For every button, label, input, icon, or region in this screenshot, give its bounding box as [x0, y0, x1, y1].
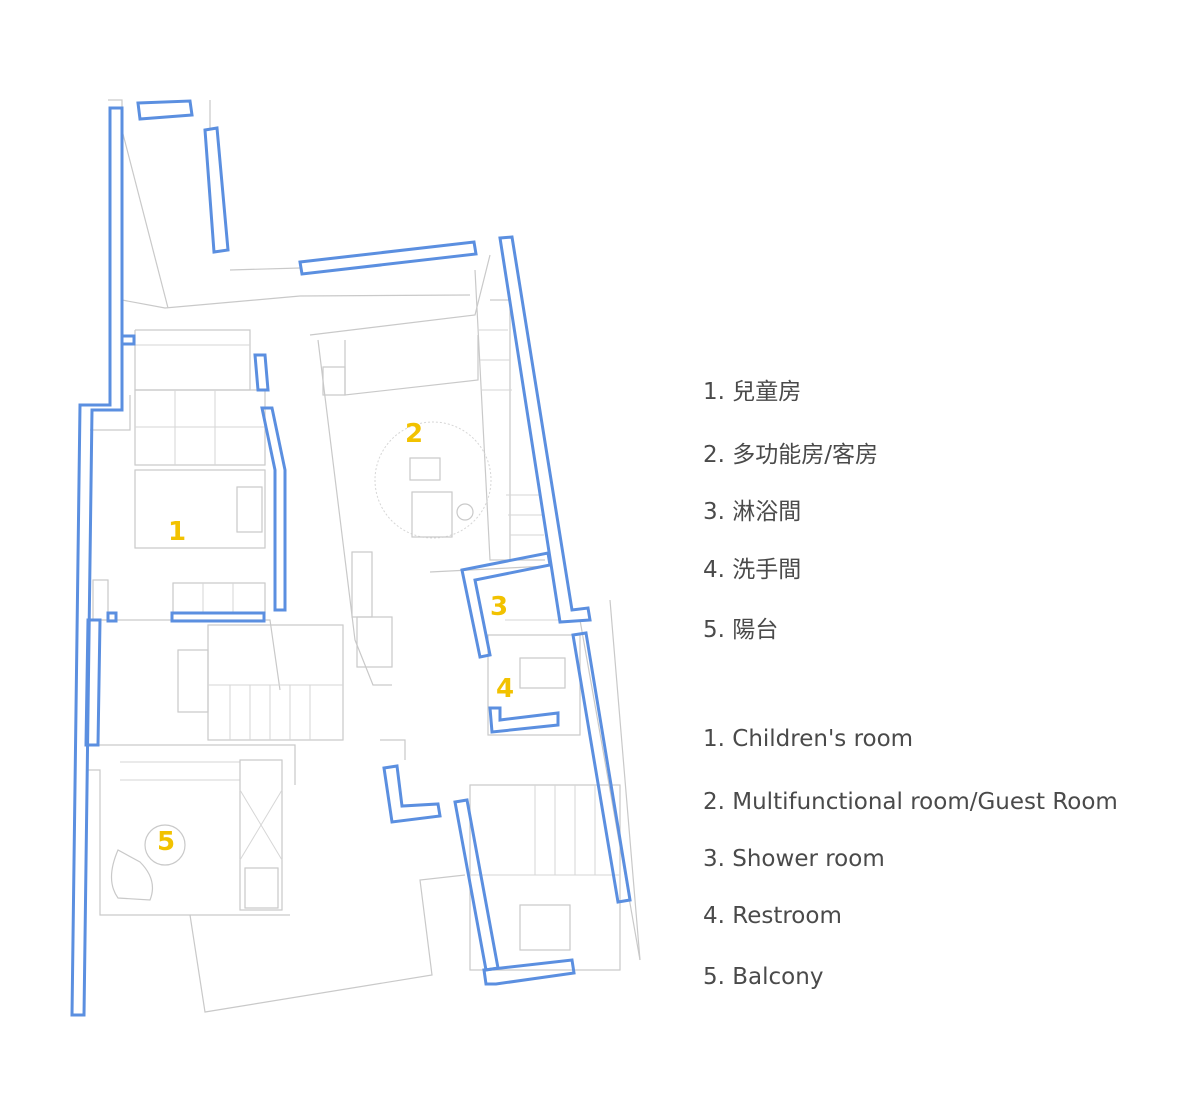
legend-en-5: 5. Balcony	[703, 964, 824, 990]
room-marker-5: 5	[157, 827, 175, 857]
room-markers: 1 2 3 4 5	[157, 419, 514, 857]
legend-zh-5: 5. 陽台	[703, 617, 779, 643]
floor-plan: 1 2 3 4 5	[70, 99, 641, 1017]
legend-zh-3: 3. 淋浴間	[703, 499, 802, 525]
legend-en-1: 1. Children's room	[703, 726, 914, 752]
legend-en-4: 4. Restroom	[703, 903, 842, 929]
plan-walls	[70, 99, 632, 1017]
room-marker-3: 3	[490, 592, 508, 622]
legend-zh-2: 2. 多功能房/客房	[703, 442, 879, 468]
plan-linework	[88, 99, 641, 1013]
legend-zh-4: 4. 洗手間	[703, 557, 802, 583]
legend-zh-1: 1. 兒童房	[703, 379, 802, 405]
legend-en-3: 3. Shower room	[703, 846, 885, 872]
room-marker-2: 2	[405, 419, 423, 449]
room-marker-4: 4	[496, 674, 514, 704]
room-marker-1: 1	[168, 517, 186, 547]
legend-en-2: 2. Multifunctional room/Guest Room	[703, 789, 1118, 815]
